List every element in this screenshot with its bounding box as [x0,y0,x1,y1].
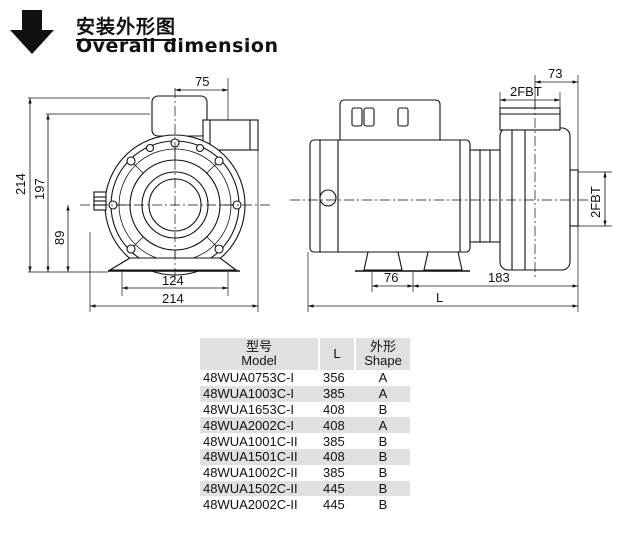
front-view [28,78,270,312]
table-header-row: 型号 Model L 外形 Shape [200,338,410,370]
dim-rear-length: 183 [488,270,510,285]
table-row: 48WUA1001C-II 385 B [203,433,388,449]
header-shape-en: Shape [364,353,402,368]
front-view-dimension-labels: 75 214 197 89 124 214 [13,74,209,306]
header-length: L [320,338,354,370]
dim-foot-span: 124 [162,273,184,288]
down-arrow-icon [10,10,54,54]
dim-top-width: 75 [195,74,209,89]
dim-outlet-offset: 73 [548,66,562,81]
header-model-en: Model [241,353,277,368]
dim-lower-height: 89 [52,231,67,245]
header-shape-cn: 外形 [369,339,396,354]
table-row: 48WUA1501C-II 408 B [200,448,410,465]
title-english: Overall dimension [76,35,279,57]
table-row: 48WUA1002C-II 385 B [203,464,388,481]
dim-length: L [436,290,443,305]
table-row: 48WUA0753C-I 356 A [203,370,388,386]
side-view-dimension-labels: 73 2FBT 2FBT 76 183 L [384,66,603,305]
header-shape: 外形 Shape [356,338,410,370]
dim-foot-offset: 76 [384,270,398,285]
table-row: 48WUA1653C-I 408 B [203,401,388,418]
table-row: 48WUA2002C-I 408 A [200,417,410,434]
header-model: 型号 Model [200,338,318,370]
page-header: 安装外形图 Overall dimension [10,8,310,58]
dim-inlet-thread: 2FBT [588,186,603,218]
header-model-cn: 型号 [245,339,272,354]
table-row: 48WUA1003C-I 385 A [200,385,410,402]
side-view [290,75,612,312]
model-spec-table: 型号 Model L 外形 Shape 48WUA0753C-I 356 A 4… [200,338,410,513]
dim-total-width: 214 [162,291,184,306]
dim-total-height: 214 [13,173,28,195]
dim-axis-height: 197 [32,178,47,200]
table-row: 48WUA1502C-II 445 B [200,480,410,497]
table-row: 48WUA2002C-II 445 B [203,496,388,513]
dimension-drawing: 75 214 197 89 124 214 [13,66,612,312]
dim-outlet-thread: 2FBT [510,84,542,99]
title-chinese: 安装外形图 [76,12,177,41]
